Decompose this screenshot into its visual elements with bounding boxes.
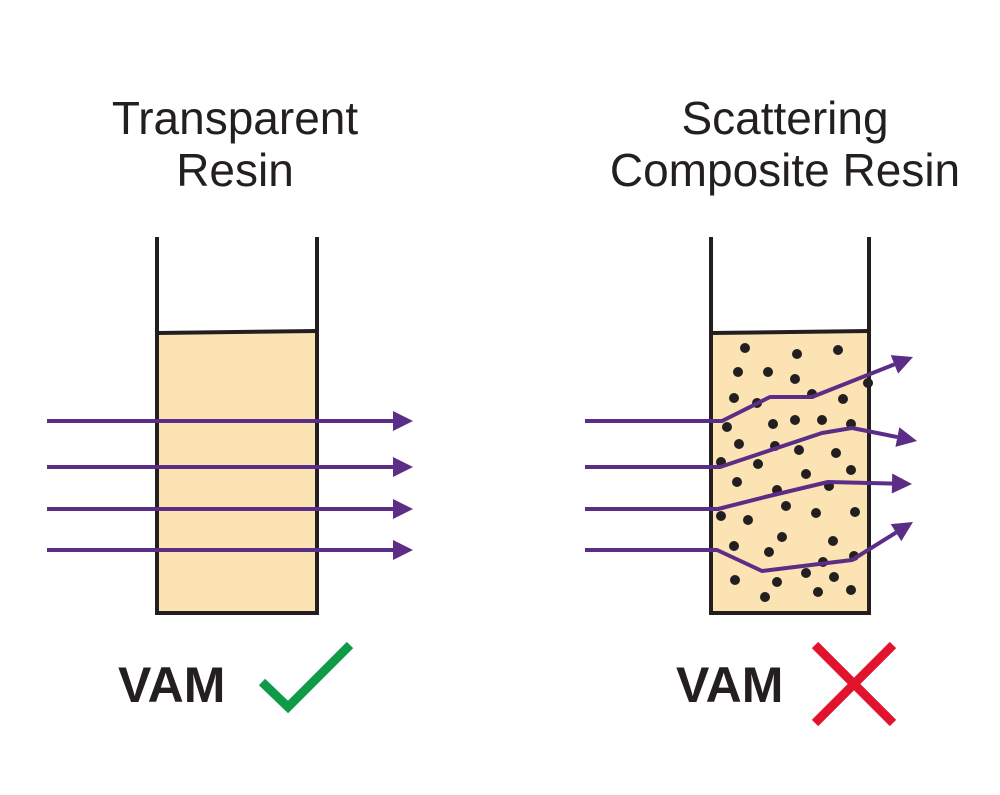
title-line: Transparent bbox=[111, 92, 359, 144]
light-ray bbox=[585, 530, 898, 573]
vat-walls bbox=[709, 237, 871, 615]
particle bbox=[794, 445, 804, 455]
light-ray bbox=[585, 480, 893, 511]
particle bbox=[790, 415, 800, 425]
light-ray bbox=[585, 426, 898, 469]
particle bbox=[846, 465, 856, 475]
arrowhead bbox=[393, 540, 413, 560]
particle bbox=[817, 415, 827, 425]
checkmark-icon bbox=[258, 641, 354, 714]
particle bbox=[716, 511, 726, 521]
particle bbox=[722, 422, 732, 432]
particle bbox=[833, 345, 843, 355]
resin-surface-line bbox=[156, 329, 318, 335]
particle bbox=[729, 393, 739, 403]
particle bbox=[813, 587, 823, 597]
particle bbox=[733, 367, 743, 377]
particle bbox=[790, 374, 800, 384]
particle bbox=[743, 515, 753, 525]
particle bbox=[772, 577, 782, 587]
title-line: Scattering bbox=[681, 92, 889, 144]
particle bbox=[831, 448, 841, 458]
particle bbox=[740, 343, 750, 353]
transparent-resin-vat bbox=[155, 237, 319, 615]
title-line: Composite Resin bbox=[609, 144, 961, 196]
light-ray bbox=[585, 362, 896, 423]
arrowhead bbox=[890, 355, 913, 374]
particle bbox=[792, 349, 802, 359]
particle bbox=[850, 507, 860, 517]
scattering-resin-title: Scattering Composite Resin bbox=[580, 92, 990, 196]
transparent-resin-title: Transparent Resin bbox=[50, 92, 420, 196]
particle bbox=[838, 394, 848, 404]
title-line: Resin bbox=[176, 144, 294, 196]
particle bbox=[729, 541, 739, 551]
particle bbox=[732, 477, 742, 487]
particle bbox=[828, 536, 838, 546]
particle bbox=[846, 585, 856, 595]
particle bbox=[734, 439, 744, 449]
particle bbox=[801, 568, 811, 578]
arrowhead bbox=[393, 499, 413, 519]
particle bbox=[763, 367, 773, 377]
arrowhead bbox=[890, 522, 913, 542]
particle bbox=[781, 501, 791, 511]
particle bbox=[760, 592, 770, 602]
vam-label: VAM bbox=[676, 657, 784, 713]
particle bbox=[768, 419, 778, 429]
scattered-light-rays bbox=[585, 355, 917, 573]
particle bbox=[777, 532, 787, 542]
cross-stroke bbox=[811, 641, 897, 727]
arrowhead bbox=[393, 411, 413, 431]
resin-surface-line bbox=[710, 329, 870, 335]
cross-icon bbox=[811, 641, 897, 727]
transparent-light-rays bbox=[47, 411, 413, 560]
particle bbox=[801, 469, 811, 479]
arrowhead bbox=[895, 427, 917, 447]
particle bbox=[811, 508, 821, 518]
particle bbox=[764, 547, 774, 557]
vam-label: VAM bbox=[118, 657, 226, 713]
transparent-resin-fill bbox=[157, 333, 317, 613]
arrowhead bbox=[393, 457, 413, 477]
arrowhead bbox=[891, 473, 912, 494]
particle bbox=[753, 459, 763, 469]
scattering-particles bbox=[716, 343, 873, 602]
vat-walls bbox=[155, 237, 319, 615]
particle bbox=[730, 575, 740, 585]
particle bbox=[829, 572, 839, 582]
